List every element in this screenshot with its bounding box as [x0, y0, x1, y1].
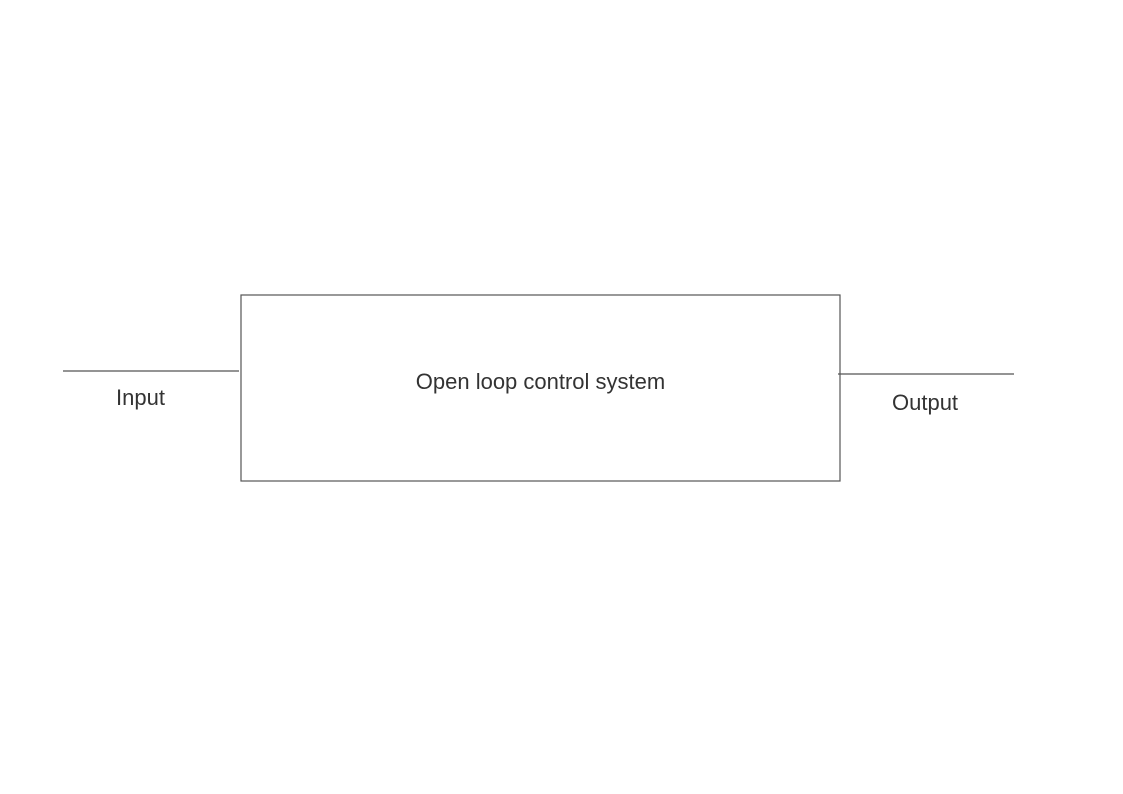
output-label: Output: [892, 390, 959, 415]
block-label: Open loop control system: [415, 369, 666, 394]
open-loop-control-system-block: [240, 294, 841, 482]
input-label: Input: [116, 385, 165, 410]
